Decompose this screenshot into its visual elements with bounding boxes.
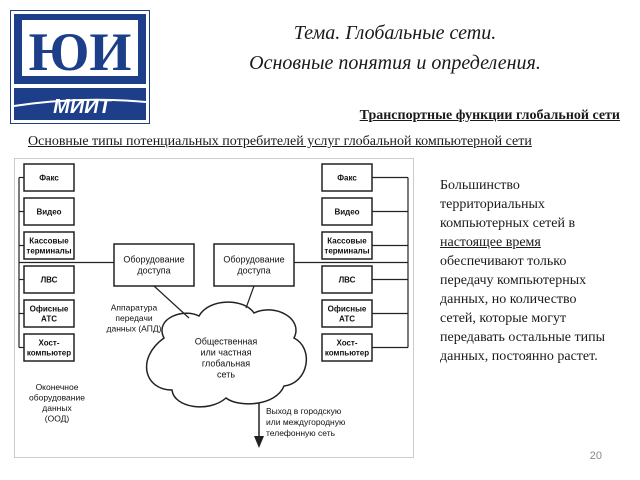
section-heading: Транспортные функции глобальной сети: [359, 108, 620, 123]
left-device-label: ЛВС: [41, 275, 58, 284]
left-cloud-link: [153, 285, 190, 319]
right-device-box: [321, 265, 373, 294]
left-equipment-box: [113, 243, 195, 287]
description-text-underlined: настоящее время: [440, 235, 541, 250]
logo-letters: ЮИ: [29, 22, 132, 82]
left-device-box: [23, 231, 75, 260]
description-text: Большинство территориальных компьютерных…: [440, 176, 615, 366]
right-device-label: Видео: [334, 207, 359, 216]
right-device-box: [321, 231, 373, 260]
left-device-box: [23, 163, 75, 192]
right-device-label: Факс: [337, 173, 357, 182]
left-device-label: Хост-компьютер: [27, 338, 71, 357]
left-device-box: [23, 333, 75, 362]
page-title: Тема. Глобальные сети.: [293, 22, 497, 44]
right-device-box: [321, 299, 373, 328]
description-text-before: Большинство территориальных компьютерных…: [440, 178, 576, 231]
right-device-label: Хост-компьютер: [325, 338, 369, 357]
right-device-box: [321, 163, 373, 192]
network-cloud: [145, 301, 308, 408]
consumers-heading: Основные типы потенциальных потребителей…: [28, 134, 532, 149]
miit-logo: ЮИ МИИТ: [9, 9, 151, 125]
right-equipment-box: [213, 243, 295, 287]
right-cloud-link: [245, 285, 255, 309]
page-number: 20: [589, 450, 602, 462]
right-device-label: ЛВС: [339, 275, 356, 284]
left-device-box: [23, 197, 75, 226]
left-device-label: Факс: [39, 173, 59, 182]
logo-wordmark: МИИТ: [53, 96, 112, 118]
right-device-box: [321, 197, 373, 226]
description-text-after: обеспечивают только передачу компьютерны…: [440, 254, 606, 364]
right-device-box: [321, 333, 373, 362]
left-device-box: [23, 299, 75, 328]
page-subtitle: Основные понятия и определения.: [249, 52, 541, 74]
logo-graphic: ЮИ МИИТ: [9, 9, 151, 125]
exit-arrow-head: [254, 436, 264, 448]
left-device-box: [23, 265, 75, 294]
left-device-label: Видео: [36, 207, 61, 216]
